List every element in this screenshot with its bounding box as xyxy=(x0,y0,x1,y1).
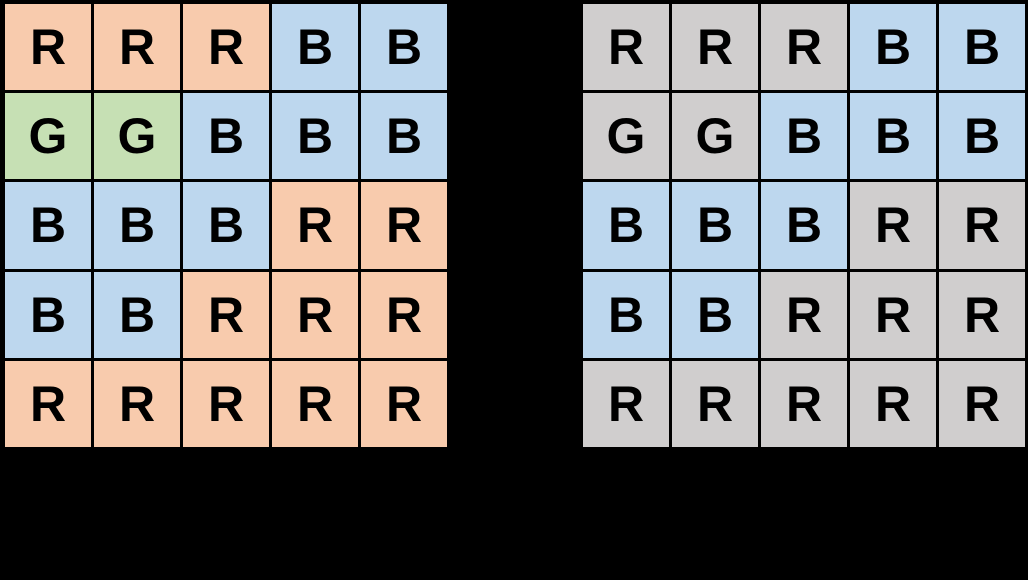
grid-cell-r4c1: B xyxy=(5,271,91,358)
grid-cell-r2c2: G xyxy=(672,93,758,180)
grid-cell-r4c3: R xyxy=(761,271,847,358)
grid-cell-r1c2: R xyxy=(94,4,180,91)
grid-cell-r1c3: R xyxy=(761,4,847,91)
grid-cell-r5c4: R xyxy=(272,360,358,447)
grid-cell-r3c4: R xyxy=(272,182,358,269)
grid-cell-r4c2: B xyxy=(672,271,758,358)
grid-cell-r3c2: B xyxy=(94,182,180,269)
grid-cell-r5c2: R xyxy=(94,360,180,447)
grid-cell-r3c1: B xyxy=(5,182,91,269)
grid-cell-r3c1: B xyxy=(583,182,669,269)
grid-cell-r4c3: R xyxy=(183,271,269,358)
grid-cell-r1c3: R xyxy=(183,4,269,91)
grid-cell-r4c5: R xyxy=(361,271,447,358)
grid-cell-r3c3: B xyxy=(183,182,269,269)
grid-cell-r1c5: B xyxy=(361,4,447,91)
grid-cell-r2c5: B xyxy=(939,93,1025,180)
grid-cell-r5c5: R xyxy=(939,360,1025,447)
grid-cell-r2c3: B xyxy=(183,93,269,180)
grid-cell-r1c2: R xyxy=(672,4,758,91)
grid-cell-r3c4: R xyxy=(850,182,936,269)
grid-cell-r4c4: R xyxy=(272,271,358,358)
grid-cell-r1c4: B xyxy=(850,4,936,91)
grid-cell-r2c5: B xyxy=(361,93,447,180)
grid-cell-r2c2: G xyxy=(94,93,180,180)
grid-cell-r3c5: R xyxy=(939,182,1025,269)
grid-cell-r3c3: B xyxy=(761,182,847,269)
grid-cell-r2c3: B xyxy=(761,93,847,180)
grid-cell-r4c5: R xyxy=(939,271,1025,358)
grid-cell-r5c3: R xyxy=(183,360,269,447)
grid-cell-r4c1: B xyxy=(583,271,669,358)
grid-cell-r3c5: R xyxy=(361,182,447,269)
grid-cell-r2c4: B xyxy=(850,93,936,180)
grid-cell-r4c4: R xyxy=(850,271,936,358)
grid-cell-r1c1: R xyxy=(583,4,669,91)
grid-cell-r5c1: R xyxy=(583,360,669,447)
grid-cell-r5c3: R xyxy=(761,360,847,447)
grid-cell-r3c2: B xyxy=(672,182,758,269)
grid-cell-r2c1: G xyxy=(5,93,91,180)
grid-cell-r1c5: B xyxy=(939,4,1025,91)
grid-cell-r5c4: R xyxy=(850,360,936,447)
grid-cell-r5c2: R xyxy=(672,360,758,447)
grid-cell-r1c1: R xyxy=(5,4,91,91)
grid-cell-r1c4: B xyxy=(272,4,358,91)
grid-cell-r5c1: R xyxy=(5,360,91,447)
grid-cell-r4c2: B xyxy=(94,271,180,358)
grid-cell-r5c5: R xyxy=(361,360,447,447)
grid-cell-r2c1: G xyxy=(583,93,669,180)
grid-cell-r2c4: B xyxy=(272,93,358,180)
